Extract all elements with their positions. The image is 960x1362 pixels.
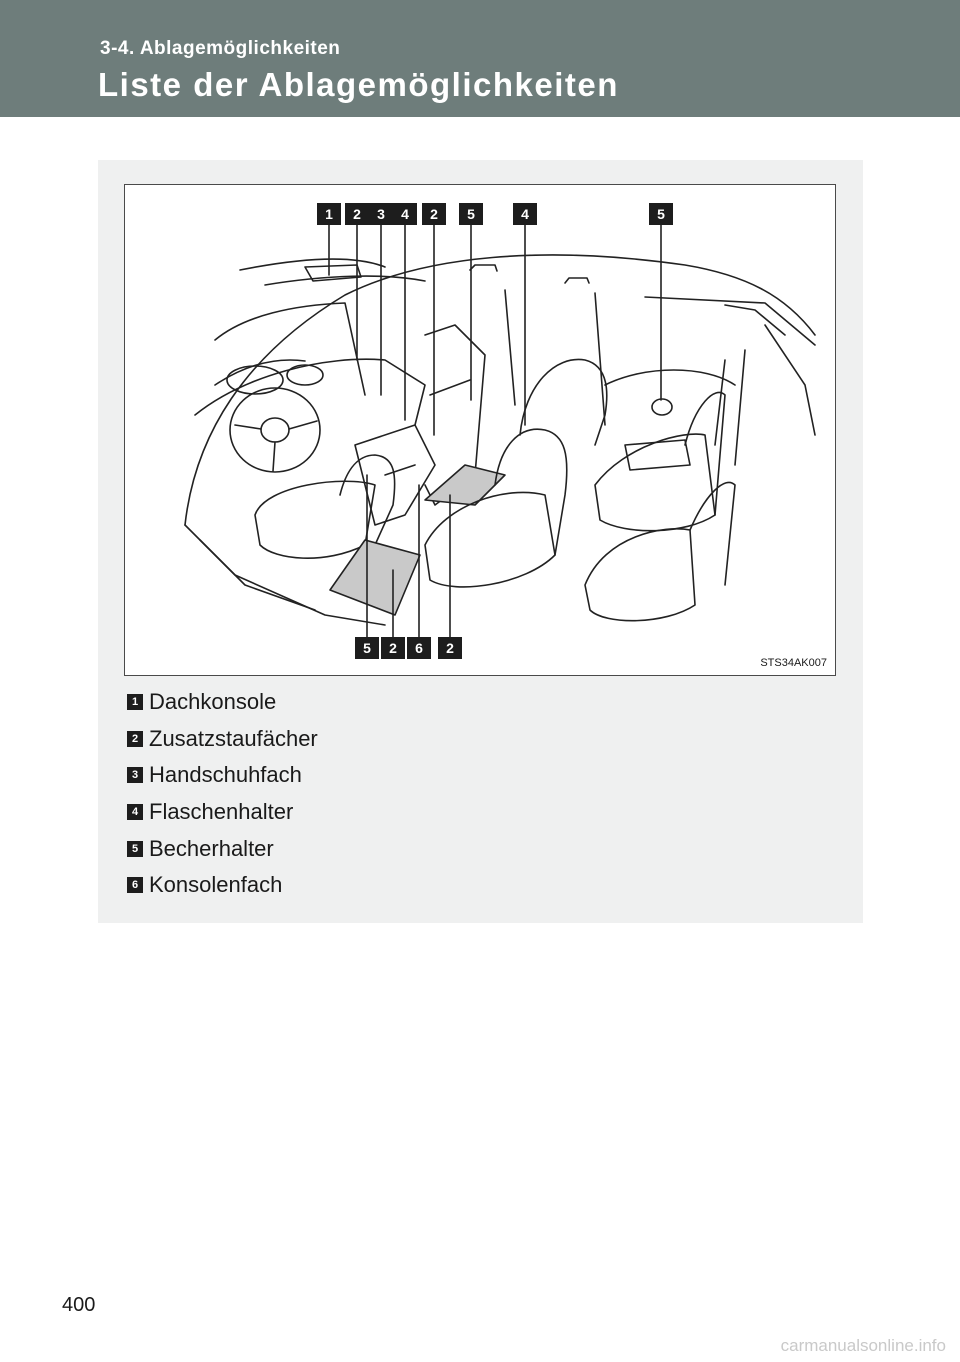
callout-top-5b: 5 bbox=[649, 203, 673, 225]
page-number: 400 bbox=[62, 1294, 96, 1316]
storage-legend: 1 Dachkonsole 2 Zusatzstaufächer 3 Hands… bbox=[127, 684, 627, 904]
legend-number: 1 bbox=[127, 694, 143, 711]
callout-bottom-2: 2 bbox=[381, 637, 405, 659]
legend-label: Dachkonsole bbox=[149, 689, 277, 715]
car-interior-drawing bbox=[184, 221, 816, 639]
legend-number: 5 bbox=[127, 840, 143, 857]
figure-code: STS34AK007 bbox=[760, 657, 827, 669]
callout-top-4: 4 bbox=[393, 203, 417, 225]
legend-number: 2 bbox=[127, 730, 143, 747]
legend-item: 6 Konsolenfach bbox=[127, 867, 627, 904]
legend-number: 6 bbox=[127, 877, 143, 894]
car-interior-illustration: 1 2 3 4 2 5 4 5 5 2 6 2 STS34AK007 bbox=[124, 184, 836, 676]
callout-top-2b: 2 bbox=[422, 203, 446, 225]
legend-number: 4 bbox=[127, 804, 143, 821]
legend-label: Becherhalter bbox=[149, 835, 274, 861]
callout-bottom-2b: 2 bbox=[438, 637, 462, 659]
callout-top-4b: 4 bbox=[513, 203, 537, 225]
callout-top-2: 2 bbox=[345, 203, 369, 225]
callout-bottom-5: 5 bbox=[355, 637, 379, 659]
legend-item: 4 Flaschenhalter bbox=[127, 794, 627, 831]
legend-number: 3 bbox=[127, 767, 143, 784]
callout-top-5: 5 bbox=[459, 203, 483, 225]
page-title: Liste der Ablagemöglichkeiten bbox=[98, 66, 619, 103]
legend-label: Konsolenfach bbox=[149, 872, 283, 898]
callout-top-3: 3 bbox=[369, 203, 393, 225]
legend-label: Handschuhfach bbox=[149, 762, 302, 788]
callout-top-1: 1 bbox=[317, 203, 341, 225]
legend-label: Flaschenhalter bbox=[149, 799, 294, 825]
legend-item: 5 Becherhalter bbox=[127, 830, 627, 867]
legend-item: 3 Handschuhfach bbox=[127, 757, 627, 794]
section-label: 3-4. Ablagemöglichkeiten bbox=[100, 38, 341, 59]
callout-bottom-6: 6 bbox=[407, 637, 431, 659]
legend-label: Zusatzstaufächer bbox=[149, 725, 318, 751]
legend-item: 1 Dachkonsole bbox=[127, 684, 627, 721]
watermark: carmanualsonline.info bbox=[780, 1336, 946, 1355]
legend-item: 2 Zusatzstaufächer bbox=[127, 721, 627, 758]
page-header: 3-4. Ablagemöglichkeiten Liste der Ablag… bbox=[0, 0, 960, 117]
